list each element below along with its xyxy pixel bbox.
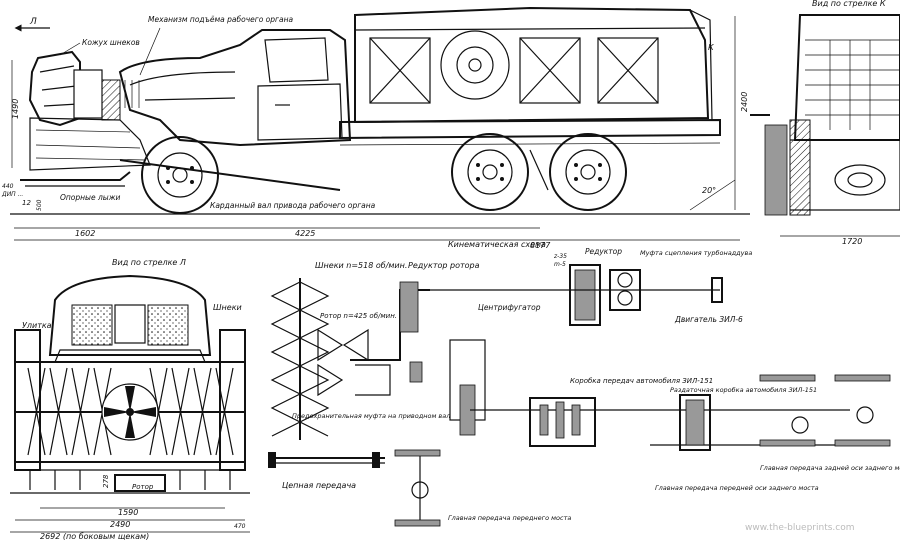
label-mechanism: Механизм подъёма рабочего органа bbox=[148, 15, 293, 24]
scheme-rotor-reducer: Редуктор ротора bbox=[350, 261, 480, 396]
dim-small-b: 500 bbox=[36, 199, 43, 211]
dim-angle: 20° bbox=[702, 186, 716, 195]
panel-mid bbox=[519, 37, 581, 104]
dim-2490: 2490 bbox=[110, 520, 130, 529]
dim-2692: 2692 (по боковым щекам) bbox=[40, 532, 149, 540]
scheme-transfer-box: Раздаточная коробка автомобиля ЗИЛ-151 bbox=[670, 386, 817, 451]
rear-wheel-1 bbox=[451, 133, 529, 211]
dim-1590: 1590 bbox=[118, 508, 138, 517]
dim-2400: 2400 bbox=[740, 92, 749, 112]
kinematic-scheme: Кинематическая схема Шнеки n=518 об/мин.… bbox=[268, 240, 900, 527]
label-turbo-clutch: Муфта сцепления турбонаддува bbox=[640, 249, 752, 257]
cargo-body: К bbox=[339, 6, 721, 146]
label-rotor: Ротор bbox=[132, 483, 154, 491]
label-engine: Двигатель ЗИЛ-6 bbox=[674, 315, 743, 324]
label-rotor-reducer: Редуктор ротора bbox=[408, 261, 480, 270]
dim-small-a: 12 bbox=[22, 199, 31, 207]
front-wheel bbox=[141, 136, 219, 214]
dim-small-c: 440 bbox=[2, 183, 14, 190]
dim-1602: 1602 bbox=[75, 229, 95, 238]
arrow-l: Л bbox=[14, 17, 50, 32]
dim-470: 470 bbox=[234, 523, 246, 530]
scheme-centrifugal: Центрифугатор bbox=[449, 303, 541, 436]
label-rotor-speed: Ротор n=425 об/мин. bbox=[320, 312, 397, 320]
arrow-l-label: Л bbox=[29, 17, 37, 27]
label-kozhukh: Кожух шнеков bbox=[82, 38, 140, 47]
cardan-shaft bbox=[119, 159, 341, 191]
rotor-fan bbox=[101, 383, 159, 441]
k-marker: К bbox=[708, 43, 714, 52]
front-view-title: Вид по стрелке Л bbox=[112, 258, 186, 267]
label-transfer-box: Раздаточная коробка автомобиля ЗИЛ-151 bbox=[670, 386, 817, 394]
label-front-skis: Опорные лыжи bbox=[60, 193, 120, 202]
side-dims: 1490 12 500 440 1602 4225 8177 2400 20° bbox=[2, 16, 749, 250]
dim-8177: 8177 bbox=[530, 241, 551, 250]
front-view-l: Вид по стрелке Л Улитка bbox=[10, 258, 250, 540]
label-ulitka: Улитка bbox=[22, 321, 52, 330]
label-gear-m: m-5 bbox=[554, 261, 566, 268]
label-centrifugal: Центрифугатор bbox=[478, 303, 541, 312]
scheme-chain: Цепная передача Предохранительная муфта … bbox=[268, 412, 454, 490]
scheme-title: Кинематическая схема bbox=[448, 240, 546, 249]
scheme-augers: Шнеки n=518 об/мин. bbox=[270, 261, 407, 440]
label-reductor: Редуктор bbox=[585, 247, 622, 256]
label-front-axle-drive: Главная передача переднего моста bbox=[448, 514, 571, 522]
label-chain: Цепная передача bbox=[282, 481, 356, 490]
rear-wheel-2 bbox=[549, 133, 627, 211]
label-cardan: Карданный вал привода рабочего органа bbox=[210, 201, 376, 210]
scheme-engine: Двигатель ЗИЛ-6 bbox=[674, 277, 743, 324]
tire-text: ДИП ... bbox=[1, 191, 23, 198]
spare-wheel bbox=[440, 30, 510, 100]
scheme-rotor: Ротор n=425 об/мин. bbox=[317, 312, 397, 397]
rear-view-k: Вид по стрелке К 1720 bbox=[750, 0, 900, 246]
side-view: Л bbox=[2, 6, 750, 250]
truck-cab bbox=[118, 29, 352, 147]
watermark: www.the-blueprints.com bbox=[745, 523, 855, 533]
label-shneki: Шнеки bbox=[213, 303, 242, 312]
dim-1720: 1720 bbox=[842, 237, 862, 246]
label-main-drive: Главная передача передней оси заднего мо… bbox=[655, 484, 819, 492]
panel-right bbox=[597, 37, 659, 104]
scheme-gearbox: Коробка передач автомобиля ЗИЛ-151 bbox=[529, 377, 713, 447]
dim-278: 278 bbox=[102, 474, 110, 488]
snow-blower-front bbox=[20, 50, 151, 187]
label-gearbox: Коробка передач автомобиля ЗИЛ-151 bbox=[570, 377, 713, 385]
label-gear-z: z-35 bbox=[553, 253, 567, 260]
scheme-front-axle: Главная передача переднего моста bbox=[394, 449, 571, 527]
label-safety-clutch: Предохранительная муфта на приводном вал… bbox=[292, 412, 454, 420]
scheme-axles: Главная передача задней оси заднего мост… bbox=[655, 374, 900, 492]
dim-height-left: 1490 bbox=[11, 99, 20, 119]
label-rear-drive: Главная передача задней оси заднего мост… bbox=[760, 464, 900, 472]
view-k-title: Вид по стрелке К bbox=[812, 0, 886, 8]
label-shnek-speed: Шнеки n=518 об/мин. bbox=[315, 261, 407, 270]
panel-left bbox=[369, 37, 431, 104]
dim-4225: 4225 bbox=[295, 229, 315, 238]
